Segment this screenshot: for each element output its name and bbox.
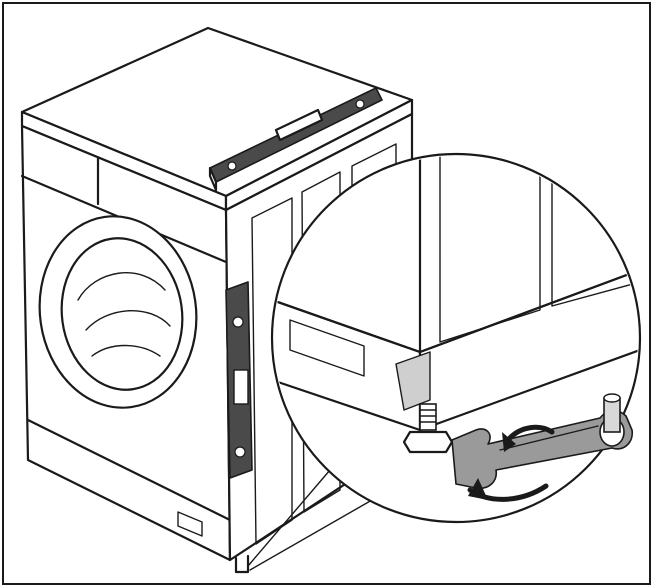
callout-line-1: [247, 469, 331, 567]
door-reflection-2: [85, 309, 171, 331]
wrench-socket: [603, 397, 621, 433]
side-level-screw-top: [232, 316, 244, 328]
wrench-body: [451, 410, 634, 490]
side-level-screw-bottom: [234, 446, 246, 458]
arrow-lower-head: [468, 478, 488, 500]
door-reflection-1: [77, 272, 166, 301]
foot-nut: [402, 430, 454, 454]
top-level-screw-left: [227, 161, 237, 171]
foot-thread-lines: [419, 409, 437, 423]
detail-recess-1: [439, 156, 541, 343]
wrench-icon: [451, 393, 634, 490]
filter-flap: [177, 511, 203, 537]
side-level-vial: [233, 369, 249, 405]
top-level-screw-right: [355, 99, 365, 109]
wrench-socket-top: [603, 393, 621, 403]
plinth-line: [26, 418, 232, 522]
door-reflection-3: [91, 344, 161, 357]
wrench-highlight: [499, 425, 599, 451]
arrow-upper-head: [502, 432, 516, 452]
spirit-level-vertical-icon: [225, 281, 253, 479]
detail-bottom-edge: [274, 268, 638, 354]
detail-recess-2: [551, 156, 638, 307]
callout-line-2: [249, 499, 373, 571]
detail-filter-flap: [289, 319, 365, 377]
foot-thread: [419, 403, 437, 431]
top-level-end: [208, 166, 218, 192]
adjustable-foot-icon: [402, 403, 454, 454]
machine-foot: [234, 554, 250, 574]
spirit-level-icon: [208, 87, 383, 192]
magnifier-circle-icon: [270, 152, 642, 524]
side-recess-1: [251, 197, 293, 545]
detail-plinth-corner: [395, 351, 431, 411]
top-level-vial: [274, 108, 324, 142]
arrow-upper-arc: [505, 424, 555, 443]
rotation-arrow-icon: [467, 424, 555, 502]
